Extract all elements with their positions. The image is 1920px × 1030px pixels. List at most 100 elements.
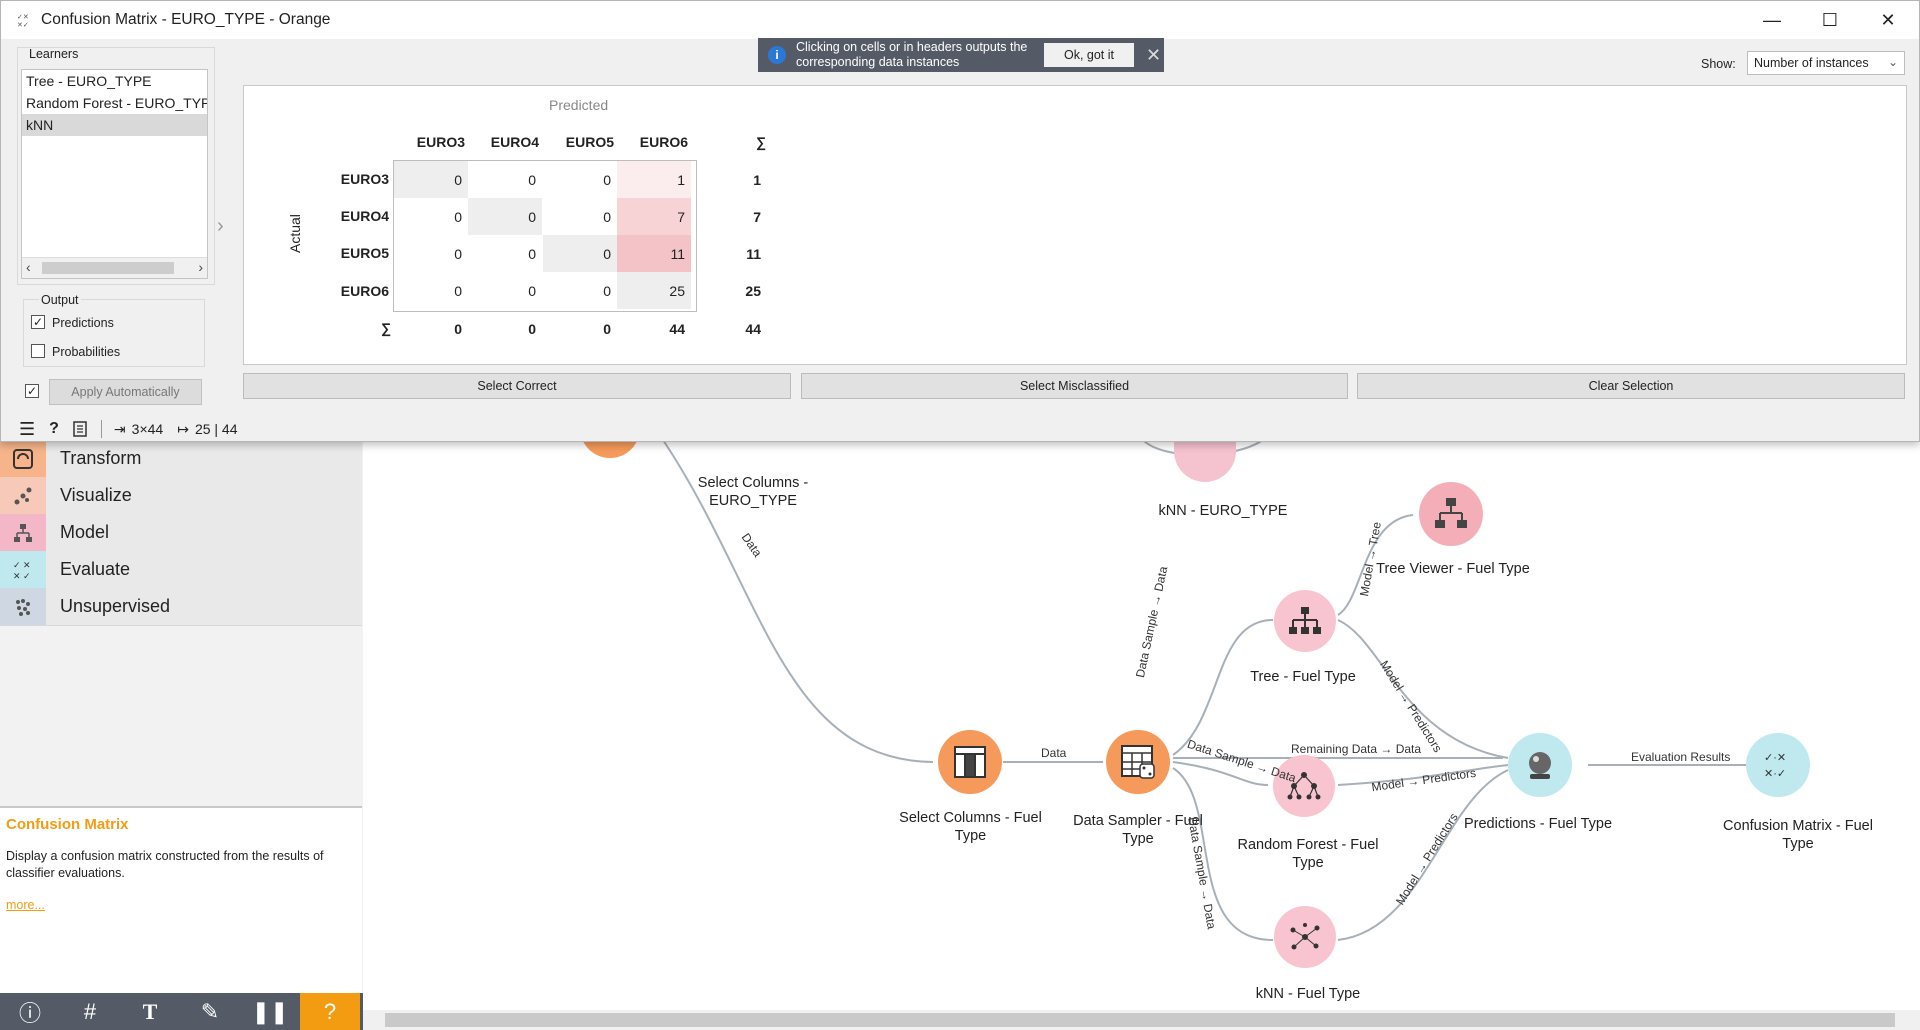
column-header[interactable]: EURO3	[416, 134, 465, 150]
node-label: Random Forest - Fuel Type	[1237, 837, 1379, 871]
learner-item[interactable]: Random Forest - EURO_TYPE	[26, 95, 207, 111]
help-more-link[interactable]: more...	[6, 898, 45, 912]
tree-node[interactable]	[1274, 590, 1336, 652]
learners-list[interactable]: Tree - EURO_TYPE Random Forest - EURO_TY…	[21, 69, 208, 279]
output-title: Output	[39, 293, 81, 307]
learners-group	[17, 47, 215, 285]
row-header[interactable]: EURO4	[340, 208, 389, 224]
collapse-panel-icon[interactable]: ›	[217, 215, 224, 237]
pen-icon[interactable]: ✎	[200, 998, 220, 1024]
select-columns-fuel-node[interactable]	[938, 730, 1002, 794]
maximize-button[interactable]: ☐	[1821, 9, 1839, 30]
canvas-horizontal-scrollbar[interactable]	[363, 1010, 1920, 1030]
matrix-cell[interactable]: 0	[454, 282, 462, 299]
data-sampler-node[interactable]	[1106, 730, 1170, 794]
total-sum[interactable]: 44	[745, 320, 761, 337]
matrix-cell[interactable]: 25	[617, 272, 691, 309]
column-sum[interactable]: 0	[603, 320, 611, 337]
close-banner-icon[interactable]: ✕	[1146, 44, 1162, 65]
input-icon: ⇥	[113, 420, 126, 437]
learners-scrollbar[interactable]: ‹ ›	[22, 257, 207, 278]
row-sum[interactable]: 11	[746, 245, 761, 262]
workflow-canvas[interactable]: Select Columns - EURO_TYPE kNN - EURO_TY…	[363, 428, 1920, 1010]
show-label: Show:	[1701, 57, 1736, 71]
node-label: Select Columns - EURO_TYPE	[697, 475, 809, 509]
svg-text:✓·✕: ✓·✕	[1764, 752, 1786, 764]
category-model[interactable]: Model	[0, 514, 362, 552]
knn-fuel-node[interactable]	[1274, 906, 1336, 968]
help-icon[interactable]: ?	[300, 993, 360, 1030]
matrix-cell[interactable]: 0	[528, 171, 536, 188]
widget-category-panel: Transform Visualize Model ✓ ✕✕ ✓ Evaluat…	[0, 440, 364, 1030]
column-header[interactable]: EURO4	[490, 134, 539, 150]
scroll-left-icon[interactable]: ‹	[26, 259, 31, 275]
workflow-links	[662, 440, 1768, 941]
random-forest-node[interactable]	[1273, 755, 1335, 817]
matrix-cell[interactable]: 1	[617, 161, 691, 198]
pause-icon[interactable]: ❚❚	[251, 998, 289, 1024]
scrollbar-thumb[interactable]	[42, 262, 174, 274]
column-header[interactable]: EURO5	[565, 134, 614, 150]
probabilities-label: Probabilities	[52, 345, 121, 359]
column-header[interactable]: EURO6	[639, 134, 688, 150]
matrix-cell[interactable]: 0	[603, 171, 611, 188]
matrix-cell[interactable]: 0	[394, 161, 468, 198]
text-annotation-icon[interactable]: T	[142, 998, 158, 1024]
ok-got-it-button[interactable]: Ok, got it	[1044, 43, 1134, 67]
column-sum[interactable]: 0	[528, 320, 536, 337]
probabilities-checkbox[interactable]	[31, 344, 45, 358]
node-label: kNN - EURO_TYPE	[1158, 503, 1288, 519]
row-header[interactable]: EURO5	[340, 245, 389, 261]
report-icon[interactable]	[73, 421, 87, 437]
clear-selection-button[interactable]: Clear Selection	[1357, 373, 1905, 399]
apply-automatically-button[interactable]: Apply Automatically	[49, 379, 202, 405]
learners-title: Learners	[29, 47, 79, 61]
matrix-cell[interactable]: 0	[543, 235, 617, 272]
close-button[interactable]: ✕	[1880, 9, 1896, 30]
category-transform[interactable]: Transform	[0, 440, 362, 478]
scroll-right-icon[interactable]: ›	[198, 259, 203, 275]
matrix-cell[interactable]: 0	[603, 282, 611, 299]
category-unsupervised[interactable]: Unsupervised	[0, 588, 362, 626]
matrix-cell[interactable]: 0	[454, 208, 462, 225]
info-icon[interactable]: ⓘ	[18, 1000, 41, 1026]
column-sum[interactable]: 0	[454, 320, 462, 337]
learner-item-selected[interactable]: kNN	[22, 114, 207, 136]
help-question-icon[interactable]: ?	[49, 420, 59, 437]
matrix-cell[interactable]: 7	[617, 198, 691, 235]
confusion-matrix-node[interactable]: ✓·✕✕·✓	[1746, 733, 1810, 797]
predictions-checkbox[interactable]: ✓	[31, 315, 45, 329]
confusion-matrix-app-icon: ✓✕✕✓	[17, 14, 29, 28]
apply-automatically-checkbox[interactable]: ✓	[25, 384, 39, 398]
category-label: Model	[46, 514, 362, 551]
matrix-cell[interactable]: 11	[617, 235, 691, 272]
select-correct-button[interactable]: Select Correct	[243, 373, 791, 399]
model-icon	[0, 514, 46, 551]
row-sum[interactable]: 7	[753, 208, 761, 225]
row-sum[interactable]: 1	[753, 171, 761, 188]
show-select[interactable]: Number of instances ⌄	[1747, 51, 1905, 75]
column-sum[interactable]: 44	[669, 320, 685, 337]
actual-axis-label: Actual	[287, 214, 303, 253]
category-evaluate[interactable]: ✓ ✕✕ ✓ Evaluate	[0, 551, 362, 589]
matrix-cell[interactable]: 0	[468, 198, 542, 235]
row-sum[interactable]: 25	[745, 282, 761, 299]
row-header[interactable]: EURO6	[340, 283, 389, 299]
matrix-cell[interactable]: 0	[603, 208, 611, 225]
matrix-cell[interactable]: 0	[528, 245, 536, 262]
select-misclassified-button[interactable]: Select Misclassified	[801, 373, 1348, 399]
scrollbar-thumb[interactable]	[385, 1013, 1895, 1027]
row-header[interactable]: EURO3	[340, 171, 389, 187]
minimize-button[interactable]: —	[1763, 9, 1781, 30]
node-label: Confusion Matrix - Fuel Type	[1723, 818, 1873, 852]
menu-icon[interactable]: ☰	[19, 418, 36, 439]
category-label: Transform	[46, 440, 362, 477]
learner-item[interactable]: Tree - EURO_TYPE	[26, 73, 152, 89]
matrix-cell[interactable]: 0	[528, 282, 536, 299]
matrix-cell[interactable]: 0	[454, 245, 462, 262]
grid-icon[interactable]: #	[83, 998, 97, 1024]
tree-viewer-node[interactable]	[1419, 482, 1483, 546]
window-title: Confusion Matrix - EURO_TYPE - Orange	[41, 11, 331, 28]
predictions-node[interactable]	[1508, 733, 1572, 797]
category-visualize[interactable]: Visualize	[0, 477, 362, 515]
